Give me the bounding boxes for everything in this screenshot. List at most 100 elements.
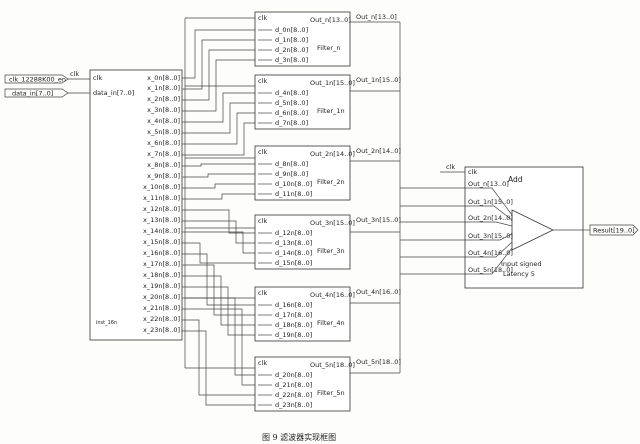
- shift-register-out-1: x_1n[8..0]: [147, 84, 180, 92]
- adder-in-3: Out_3n[15..0]: [468, 232, 513, 240]
- filter-out-port: Out_3n[15..0]: [310, 219, 355, 227]
- bus-wire: [182, 112, 258, 145]
- shift-register-out-14: x_14n[8..0]: [143, 227, 180, 235]
- bus-wire: [182, 330, 258, 406]
- filter-out-wire-label: Out_5n[18..0]: [356, 358, 401, 366]
- bus-wire: [182, 59, 258, 112]
- filter-block-3: clk Out_3n[15..0] Filter_3n d_12n[8..0] d_13…: [254, 214, 401, 270]
- shift-register-out-12: x_12n[8..0]: [143, 205, 180, 213]
- bus-wire: [182, 92, 258, 123]
- filter-in-port: d_13n[8..0]: [275, 239, 312, 247]
- filter-in-port: d_16n[8..0]: [275, 301, 312, 309]
- adder-in-5: Out_5n[18..0]: [468, 266, 513, 274]
- filter-clk-port: clk: [258, 289, 267, 297]
- shift-register-out-2: x_2n[8..0]: [147, 95, 180, 103]
- bus-wire: [182, 264, 258, 316]
- shift-register-out-20: x_20n[8..0]: [143, 293, 180, 301]
- bus-wire: [182, 173, 258, 178]
- bus-wire: [182, 242, 258, 264]
- data-input-pin: data_in[7..0]: [4, 88, 69, 98]
- filter-out-wire-label: Out_4n[16..0]: [356, 288, 401, 296]
- bus-wire: [182, 297, 258, 376]
- filter-in-port: d_11n[8..0]: [275, 190, 312, 198]
- shift-register-clk-port: clk: [93, 74, 102, 82]
- shift-register-out-7: x_7n[8..0]: [147, 150, 180, 158]
- filter-in-port: d_21n[8..0]: [275, 381, 312, 389]
- bus-wire: [182, 49, 258, 101]
- figure-caption: 图 9 滤波器实现框图: [262, 432, 336, 442]
- shift-register-out-13: x_13n[8..0]: [143, 216, 180, 224]
- data-bus-wires: [182, 29, 258, 406]
- shift-register-out-15: x_15n[8..0]: [143, 238, 180, 246]
- filter-out-port: Out_n[13..0]: [310, 16, 351, 24]
- adder-note-latency: Latency 5: [503, 270, 535, 278]
- shift-register-out-23: x_23n[8..0]: [143, 326, 180, 334]
- filter-out-wire-label: Out_3n[15..0]: [356, 216, 401, 224]
- filter-in-port: d_14n[8..0]: [275, 249, 312, 257]
- filter-clk-port: clk: [258, 77, 267, 85]
- filter-out-port: Out_2n[14..0]: [310, 150, 355, 158]
- bus-wire: [182, 183, 258, 189]
- shift-register-block: clk data_in[7..0] x_0n[8..0] x_1n[8..0] …: [89, 69, 183, 341]
- adder-triangle-symbol: [511, 209, 554, 251]
- filter-clk-port: clk: [258, 359, 267, 367]
- shift-register-out-6: x_6n[8..0]: [147, 139, 180, 147]
- filter-in-port: d_12n[8..0]: [275, 229, 312, 237]
- filter-name: Filter_2n: [317, 178, 345, 186]
- shift-register-out-5: x_5n[8..0]: [147, 128, 180, 136]
- filter-in-port: d_20n[8..0]: [275, 371, 312, 379]
- shift-register-data-port: data_in[7..0]: [93, 89, 134, 97]
- filter-clk-port: clk: [258, 14, 267, 22]
- adder-in-4: Out_4n[16..0]: [468, 249, 513, 257]
- shift-register-out-3: x_3n[8..0]: [147, 106, 180, 114]
- filter-name: Filter_4n: [317, 319, 345, 327]
- bus-wire: [182, 39, 258, 90]
- data-input-label: data_in[7..0]: [12, 90, 53, 98]
- clk-wire-label: clk: [70, 70, 79, 78]
- filter-name: Filter_n: [317, 44, 340, 52]
- adder-clk-port: clk: [468, 168, 477, 176]
- result-label: Result[19..0]: [593, 227, 635, 235]
- adder-in-1: Out_1n[15..0]: [468, 198, 513, 206]
- filter-name: Filter_3n: [317, 247, 345, 255]
- shift-register-out-22: x_22n[8..0]: [143, 315, 180, 323]
- filter-out-port: Out_5n[18..0]: [310, 361, 355, 369]
- filter-in-port: d_23n[8..0]: [275, 401, 312, 409]
- adder-clk-wire-label: clk: [446, 163, 455, 171]
- filter-in-port: d_10n[8..0]: [275, 180, 312, 188]
- shift-register-inst-label: inst_16n: [96, 320, 117, 326]
- filter-out-wire-label: Out_2n[14..0]: [356, 147, 401, 155]
- filter-out-port: Out_4n[16..0]: [310, 291, 355, 299]
- filter-in-port: d_6n[8..0]: [275, 109, 308, 117]
- shift-register-out-9: x_9n[8..0]: [147, 172, 180, 180]
- shift-register-out-16: x_16n[8..0]: [143, 249, 180, 257]
- shift-register-out-17: x_17n[8..0]: [143, 260, 180, 268]
- filter-in-port: d_17n[8..0]: [275, 311, 312, 319]
- shift-register-out-4: x_4n[8..0]: [147, 117, 180, 125]
- filter-in-port: d_9n[8..0]: [275, 170, 308, 178]
- filter-clk-port: clk: [258, 148, 267, 156]
- filter-clk-port: clk: [258, 217, 267, 225]
- clk-input-pin: clk_12288K00_en clk: [4, 70, 79, 84]
- filter-in-port: d_7n[8..0]: [275, 119, 308, 127]
- bus-wire: [182, 286, 258, 336]
- filter-in-port: d_18n[8..0]: [275, 321, 312, 329]
- bus-wire: [182, 163, 258, 167]
- filter-in-port: d_22n[8..0]: [275, 391, 312, 399]
- filter-block-5: clk Out_5n[18..0] Filter_5n d_20n[8..0] d_21…: [254, 356, 401, 412]
- shift-register-out-19: x_19n[8..0]: [143, 282, 180, 290]
- clk-input-label: clk_12288K00_en: [9, 76, 66, 84]
- bus-wire: [182, 193, 258, 200]
- filter-name: Filter_5n: [317, 389, 345, 397]
- shift-register-out-21: x_21n[8..0]: [143, 304, 180, 312]
- filter-in-port: d_19n[8..0]: [275, 331, 312, 339]
- adder-title: Add: [508, 175, 523, 184]
- filter-in-port: d_5n[8..0]: [275, 99, 308, 107]
- bus-wire: [182, 275, 258, 326]
- shift-register-out-8: x_8n[8..0]: [147, 161, 180, 169]
- bus-wire: [182, 29, 258, 79]
